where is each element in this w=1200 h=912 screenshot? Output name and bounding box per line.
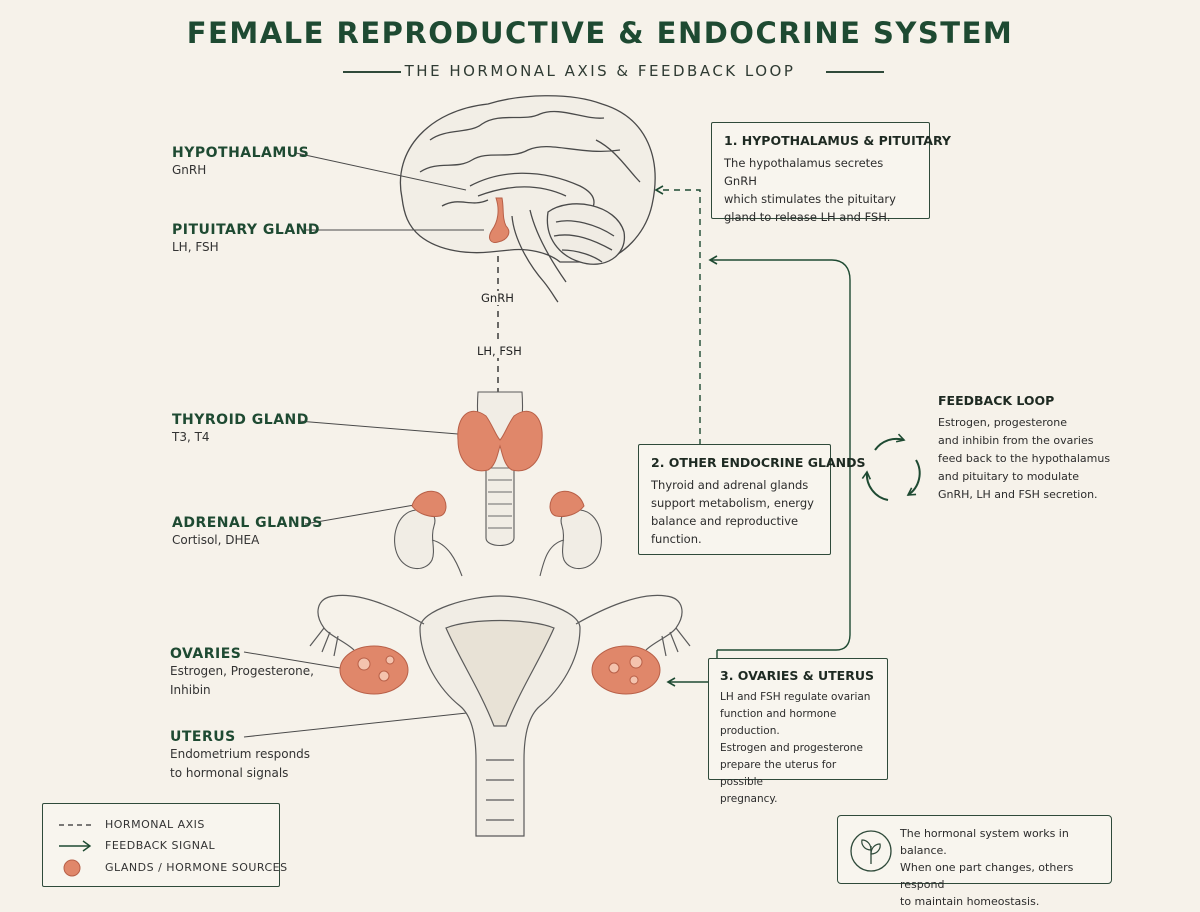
label-hypothalamus: HYPOTHALAMUS GnRH: [172, 145, 309, 180]
label-ovaries-hormone-2: Inhibin: [170, 683, 211, 697]
info-box-3-line-2: function and hormone production.: [720, 708, 837, 737]
info-box-2-line-2: support metabolism, energy: [651, 496, 814, 510]
legend: HORMONAL AXIS FEEDBACK SIGNAL GLANDS / H…: [42, 803, 287, 887]
balance-note-text: The hormonal system works in balance. Wh…: [900, 825, 1111, 910]
brain-illustration: [399, 95, 656, 303]
balance-note-line-3: to maintain homeostasis.: [900, 895, 1040, 908]
info-box-2-line-3: balance and reproductive: [651, 514, 799, 528]
thyroid-illustration: [457, 391, 543, 547]
feedback-loop-line-2: and inhibin from the ovaries: [938, 434, 1094, 447]
feedback-loop-line-5: GnRH, LH and FSH secretion.: [938, 488, 1098, 501]
label-ovaries-name: OVARIES: [170, 646, 242, 662]
label-pituitary: PITUITARY GLAND LH, FSH: [172, 222, 320, 257]
legend-hormonal-axis: HORMONAL AXIS: [105, 818, 205, 831]
info-box-1-line-2: which stimulates the pituitary: [724, 192, 896, 206]
info-box-other-glands: 2. OTHER ENDOCRINE GLANDS Thyroid and ad…: [638, 444, 866, 555]
info-box-3-line-4: prepare the uterus for possible: [720, 759, 837, 788]
label-pituitary-hormone: LH, FSH: [172, 240, 219, 254]
legend-glands: GLANDS / HORMONE SOURCES: [105, 861, 288, 874]
label-uterus-name: UTERUS: [170, 729, 236, 745]
info-box-2-title: 2. OTHER ENDOCRINE GLANDS: [651, 455, 866, 470]
info-box-hypothalamus-pituitary: 1. HYPOTHALAMUS & PITUITARY The hypothal…: [711, 122, 951, 224]
ovaries-illustration: [339, 645, 661, 695]
leader-lines: [243, 152, 484, 738]
feedback-loop-title: FEEDBACK LOOP: [938, 393, 1055, 408]
feedback-loop-line-4: and pituitary to modulate: [938, 470, 1079, 483]
legend-gland-icon: [63, 859, 81, 877]
uterus-illustration: [309, 594, 691, 837]
legend-feedback-signal: FEEDBACK SIGNAL: [105, 839, 216, 852]
page-title: FEMALE REPRODUCTIVE & ENDOCRINE SYSTEM: [186, 16, 1014, 50]
feedback-arrows: [654, 185, 851, 687]
label-hypothalamus-name: HYPOTHALAMUS: [172, 145, 310, 161]
label-thyroid-hormone: T3, T4: [172, 430, 210, 444]
label-ovaries-hormone-1: Estrogen, Progesterone,: [170, 664, 314, 678]
info-box-ovaries-uterus: 3. OVARIES & UTERUS LH and FSH regulate …: [708, 658, 888, 805]
cycle-arrows-icon: [861, 433, 921, 501]
info-box-1-title: 1. HYPOTHALAMUS & PITUITARY: [724, 133, 951, 148]
legend-swatches: [59, 824, 92, 877]
info-box-3-line-1: LH and FSH regulate ovarian: [720, 691, 871, 703]
balance-note-line-1: The hormonal system works in balance.: [900, 827, 1069, 857]
sprout-icon: [850, 830, 892, 872]
subtitle-rule-left: [343, 71, 401, 73]
balance-note-line-2: When one part changes, others respond: [900, 861, 1074, 891]
axis-label-lh-fsh: LH, FSH: [474, 344, 525, 358]
label-adrenal-name: ADRENAL GLANDS: [172, 515, 323, 531]
subtitle-rule-right: [826, 71, 884, 73]
label-uterus-desc-2: to hormonal signals: [170, 766, 289, 780]
label-pituitary-name: PITUITARY GLAND: [172, 222, 321, 238]
info-box-3-line-3: Estrogen and progesterone: [720, 742, 863, 754]
feedback-loop-line-3: feed back to the hypothalamus: [938, 452, 1111, 465]
label-adrenal-hormone: Cortisol, DHEA: [172, 533, 260, 547]
label-adrenal: ADRENAL GLANDS Cortisol, DHEA: [172, 515, 323, 550]
info-box-3-line-5: pregnancy.: [720, 793, 778, 805]
feedback-loop-panel: FEEDBACK LOOP Estrogen, progesterone and…: [938, 393, 1188, 504]
feedback-loop-line-1: Estrogen, progesterone: [938, 416, 1068, 429]
axis-label-gnrh: GnRH: [478, 291, 517, 305]
balance-note: The hormonal system works in balance. Wh…: [837, 815, 1112, 908]
adrenal-kidney-illustration: [394, 490, 602, 577]
info-box-2-line-1: Thyroid and adrenal glands: [651, 478, 809, 492]
label-thyroid: THYROID GLAND T3, T4: [172, 412, 309, 447]
label-hypothalamus-hormone: GnRH: [172, 163, 207, 177]
label-uterus-desc-1: Endometrium responds: [170, 747, 311, 761]
page-subtitle: THE HORMONAL AXIS & FEEDBACK LOOP: [404, 62, 796, 80]
label-ovaries: OVARIES Estrogen, Progesterone, Inhibin: [170, 646, 314, 700]
info-box-3-title: 3. OVARIES & UTERUS: [720, 668, 875, 683]
info-box-2-line-4: function.: [651, 532, 702, 546]
info-box-1-line-3: gland to release LH and FSH.: [724, 210, 891, 224]
label-uterus: UTERUS Endometrium responds to hormonal …: [170, 729, 310, 783]
pituitary-illustration: [489, 197, 510, 243]
label-thyroid-name: THYROID GLAND: [172, 412, 309, 428]
info-box-1-line-1: The hypothalamus secretes GnRH: [724, 156, 884, 188]
